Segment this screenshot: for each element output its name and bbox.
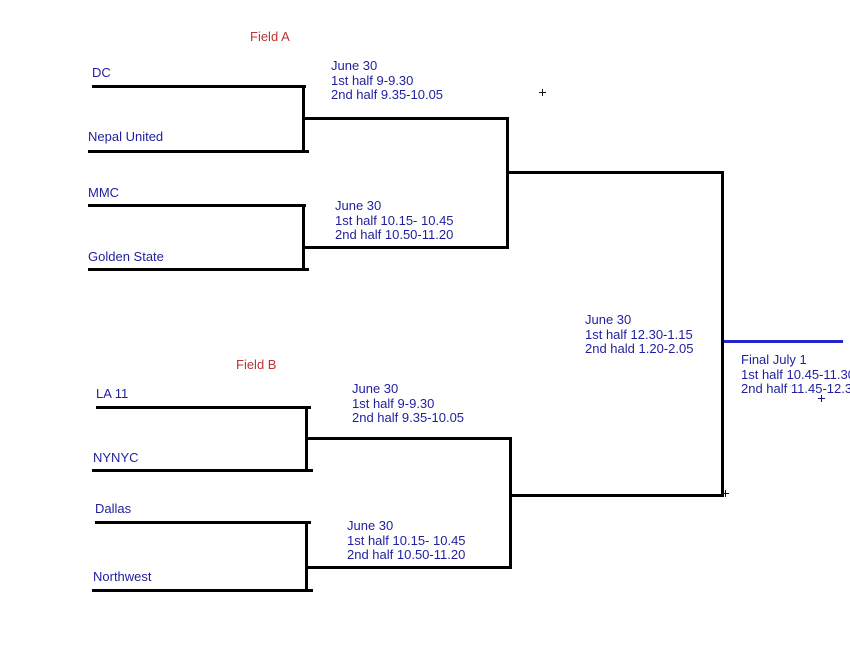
schedule-line: 2nd half 9.35-10.05 [331,87,444,102]
bracket-line-a2-top [88,204,306,207]
schedule-line: 2nd half 10.50-11.20 [335,227,454,242]
bracket-line-b1-winner [305,437,512,440]
schedule-semifinal: June 30 1st half 12.30-1.15 2nd hald 1.2… [585,312,694,357]
bracket-line-semi-a-winner [506,171,724,174]
schedule-line: June 30 [585,312,632,327]
field-a-label: Field A [250,29,290,44]
team-label-nynyc: NYNYC [93,450,139,465]
bracket-line-a1-winner [302,117,509,120]
schedule-line: 2nd half 10.50-11.20 [347,547,466,562]
team-label-golden-state: Golden State [88,249,164,264]
schedule-line: June 30 [335,198,382,213]
bracket-line-a2-join [302,204,305,271]
team-label-dallas: Dallas [95,501,132,516]
bracket-line-b2-join [305,521,308,592]
team-label-northwest: Northwest [93,569,152,584]
bracket-line-semi-b-winner [509,494,724,497]
team-label-nepal-united: Nepal United [88,129,164,144]
field-b-label: Field B [236,357,277,372]
schedule-line: 2nd half 11.45-12.30 [741,381,850,396]
schedule-a-match2: June 30 1st half 10.15- 10.45 2nd half 1… [335,198,454,243]
bracket-line-a2-winner [302,246,509,249]
schedule-line: 1st half 10.15- 10.45 [335,212,454,228]
plus-mark-icon [539,89,546,96]
plus-mark-icon [722,490,729,497]
schedule-line: 1st half 10.15- 10.45 [347,532,466,548]
schedule-b-match1: June 30 1st half 9-9.30 2nd half 9.35-10… [352,381,465,426]
schedule-line: 1st half 12.30-1.15 [585,326,693,342]
schedule-line: June 30 [347,518,394,533]
bracket-line-b1-top [96,406,311,409]
schedule-line: 2nd half 9.35-10.05 [352,410,465,425]
bracket-line-b2-winner [305,566,512,569]
schedule-line: 2nd hald 1.20-2.05 [585,341,694,356]
schedule-line: 1st half 9-9.30 [352,395,435,411]
schedule-line: 1st half 9-9.30 [331,72,414,88]
bracket-line-champion [724,340,843,343]
bracket-line-b2-bottom [92,589,313,592]
schedule-final: Final July 1 1st half 10.45-11.30 2nd ha… [741,352,850,397]
bracket-line-semi-b-join [509,437,512,569]
bracket-line-semi-a-join [506,117,509,249]
team-label-la-11: LA 11 [96,386,129,401]
schedule-b-match2: June 30 1st half 10.15- 10.45 2nd half 1… [347,518,466,563]
schedule-line: June 30 [331,58,378,73]
schedule-line: 1st half 10.45-11.30 [741,366,850,382]
schedule-line: Final July 1 [741,352,807,367]
bracket-line-final-join [721,171,724,497]
schedule-line: June 30 [352,381,399,396]
bracket-line-a2-bottom [88,268,309,271]
team-label-dc: DC [92,65,111,80]
schedule-a-match1: June 30 1st half 9-9.30 2nd half 9.35-10… [331,58,444,103]
bracket-line-a1-top [92,85,306,88]
team-label-mmc: MMC [88,185,120,200]
bracket-line-b2-top [95,521,311,524]
bracket-line-b1-bottom [92,469,313,472]
plus-mark-icon [818,395,825,402]
bracket-line-a1-bottom [88,150,309,153]
